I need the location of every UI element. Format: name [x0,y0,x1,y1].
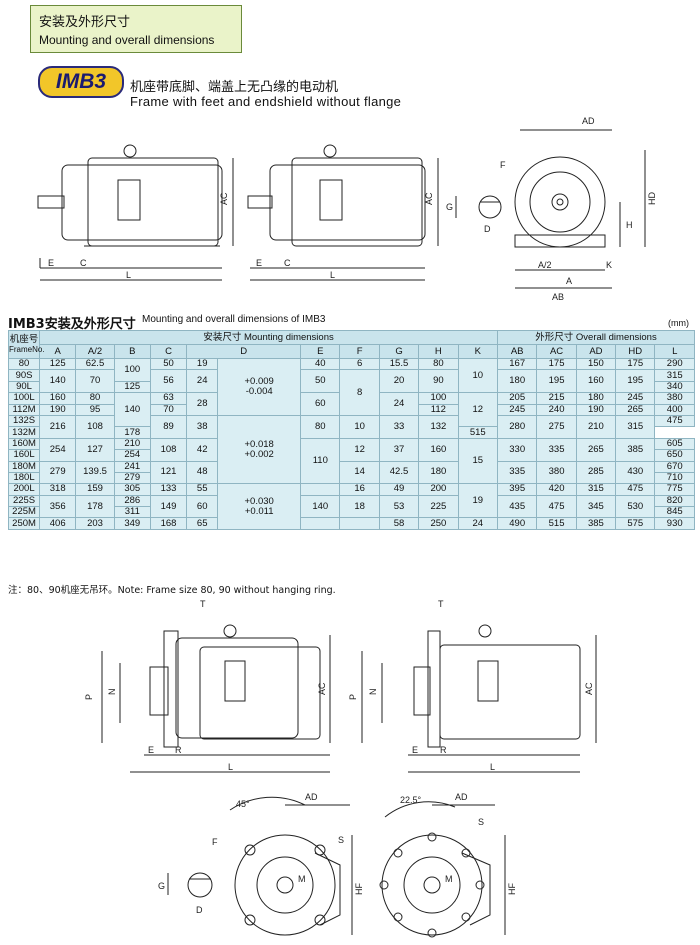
label-L-2: L [330,270,335,280]
label-S-2: S [478,817,484,827]
col-HD: HD [615,344,656,359]
label-E-2: E [256,258,262,268]
unit-label: (mm) [668,318,689,328]
label-R-1: R [175,745,182,755]
label-A2-top: A/2 [538,260,552,270]
motor-end-view [514,129,646,289]
section-title-en: Mounting and overall dimensions [39,33,215,47]
motor-side-view-2 [247,144,439,281]
label-E-3: E [148,745,154,755]
col-AB: AB [497,344,538,359]
label-M-1: M [298,874,306,884]
section-title-zh: 安装及外形尺寸 [39,15,131,30]
col-AD: AD [575,344,617,359]
table-title-en: Mounting and overall dimensions of IMB3 [142,314,326,325]
section-header: 安装及外形尺寸 Mounting and overall dimensions [30,5,242,53]
label-F-bottom: F [212,837,218,847]
col-B: B [113,344,151,359]
col-K: K [457,344,499,359]
col-G: G [378,344,420,359]
imb3-badge-label: IMB3 [55,70,107,93]
label-L-3: L [228,762,233,772]
label-45deg: 45° [236,799,250,809]
label-G-top: G [446,202,453,212]
label-P-1: P [84,694,94,700]
label-AD-bottom-2: AD [455,792,468,802]
label-C-1: C [80,258,87,268]
label-T-1: T [200,599,206,609]
label-HD-top: HD [647,192,657,205]
label-AC-1: AC [219,192,229,205]
col-D: D [186,344,302,359]
label-H-top: H [626,220,633,230]
tolerance-2: +0.018+0.002 [217,414,302,485]
tolerance-1: +0.009-0.004 [217,358,302,416]
overall-group-header: 外形尺寸 Overall dimensions [497,330,695,345]
label-N-2: N [368,689,378,696]
flange-motor-side-1 [101,624,331,773]
label-AB-top: AB [552,292,564,302]
label-G-bottom: G [158,881,165,891]
label-S-1: S [338,835,344,845]
table-title-zh: IMB3安装及外形尺寸 [8,317,136,332]
mounting-desc-en: Frame with feet and endshield without fl… [130,94,402,109]
label-R-2: R [440,745,447,755]
label-P-2: P [348,694,358,700]
col-A2: A/2 [75,344,115,359]
label-22-5deg: 22.5° [400,795,422,805]
label-AD-bottom-1: AD [305,792,318,802]
bottom-drawings: T P N AC E R L T P N AC E R L F G D [84,599,597,938]
shaft-section-top [455,195,502,219]
label-C-2: C [284,258,291,268]
label-E-4: E [412,745,418,755]
label-D-top: D [484,224,491,234]
label-L-1: L [126,270,131,280]
label-E-1: E [48,258,54,268]
col-E: E [300,344,341,359]
label-F-top: F [500,160,506,170]
label-AC-2: AC [424,192,434,205]
shaft-section-bottom [167,872,213,898]
col-F: F [339,344,380,359]
col-AC: AC [536,344,577,359]
label-HF-2: HF [507,883,517,895]
col-H: H [418,344,459,359]
mounting-desc-zh: 机座带底脚、端盖上无凸缘的电动机 [130,80,339,95]
label-M-2: M [445,874,453,884]
top-drawings: E C L AC E C L AC F G D AD A/2 A AB K [37,116,657,302]
label-AD-top: AD [582,116,595,126]
label-A-top: A [566,276,572,286]
mounting-group-header: 安装尺寸 Mounting dimensions [39,330,499,345]
tolerance-3: +0.030+0.011 [217,483,302,530]
label-AC-3: AC [317,682,327,695]
label-T-2: T [438,599,444,609]
flange-end-view-2 [379,801,506,938]
motor-side-view-1 [37,144,234,281]
col-L: L [654,344,695,359]
label-K-top: K [606,260,612,270]
col-C: C [149,344,188,359]
label-N-1: N [107,689,117,696]
imb3-badge: IMB3 [38,66,124,98]
footnote: 注：80、90机座无吊环。Note: Frame size 80, 90 wit… [8,585,336,596]
label-AC-4: AC [584,682,594,695]
col-A: A [39,344,77,359]
flange-motor-side-2 [361,624,597,773]
label-D-bottom: D [196,905,203,915]
label-L-4: L [490,762,495,772]
flange-end-view-1 [229,796,353,936]
label-HF-1: HF [354,883,364,895]
